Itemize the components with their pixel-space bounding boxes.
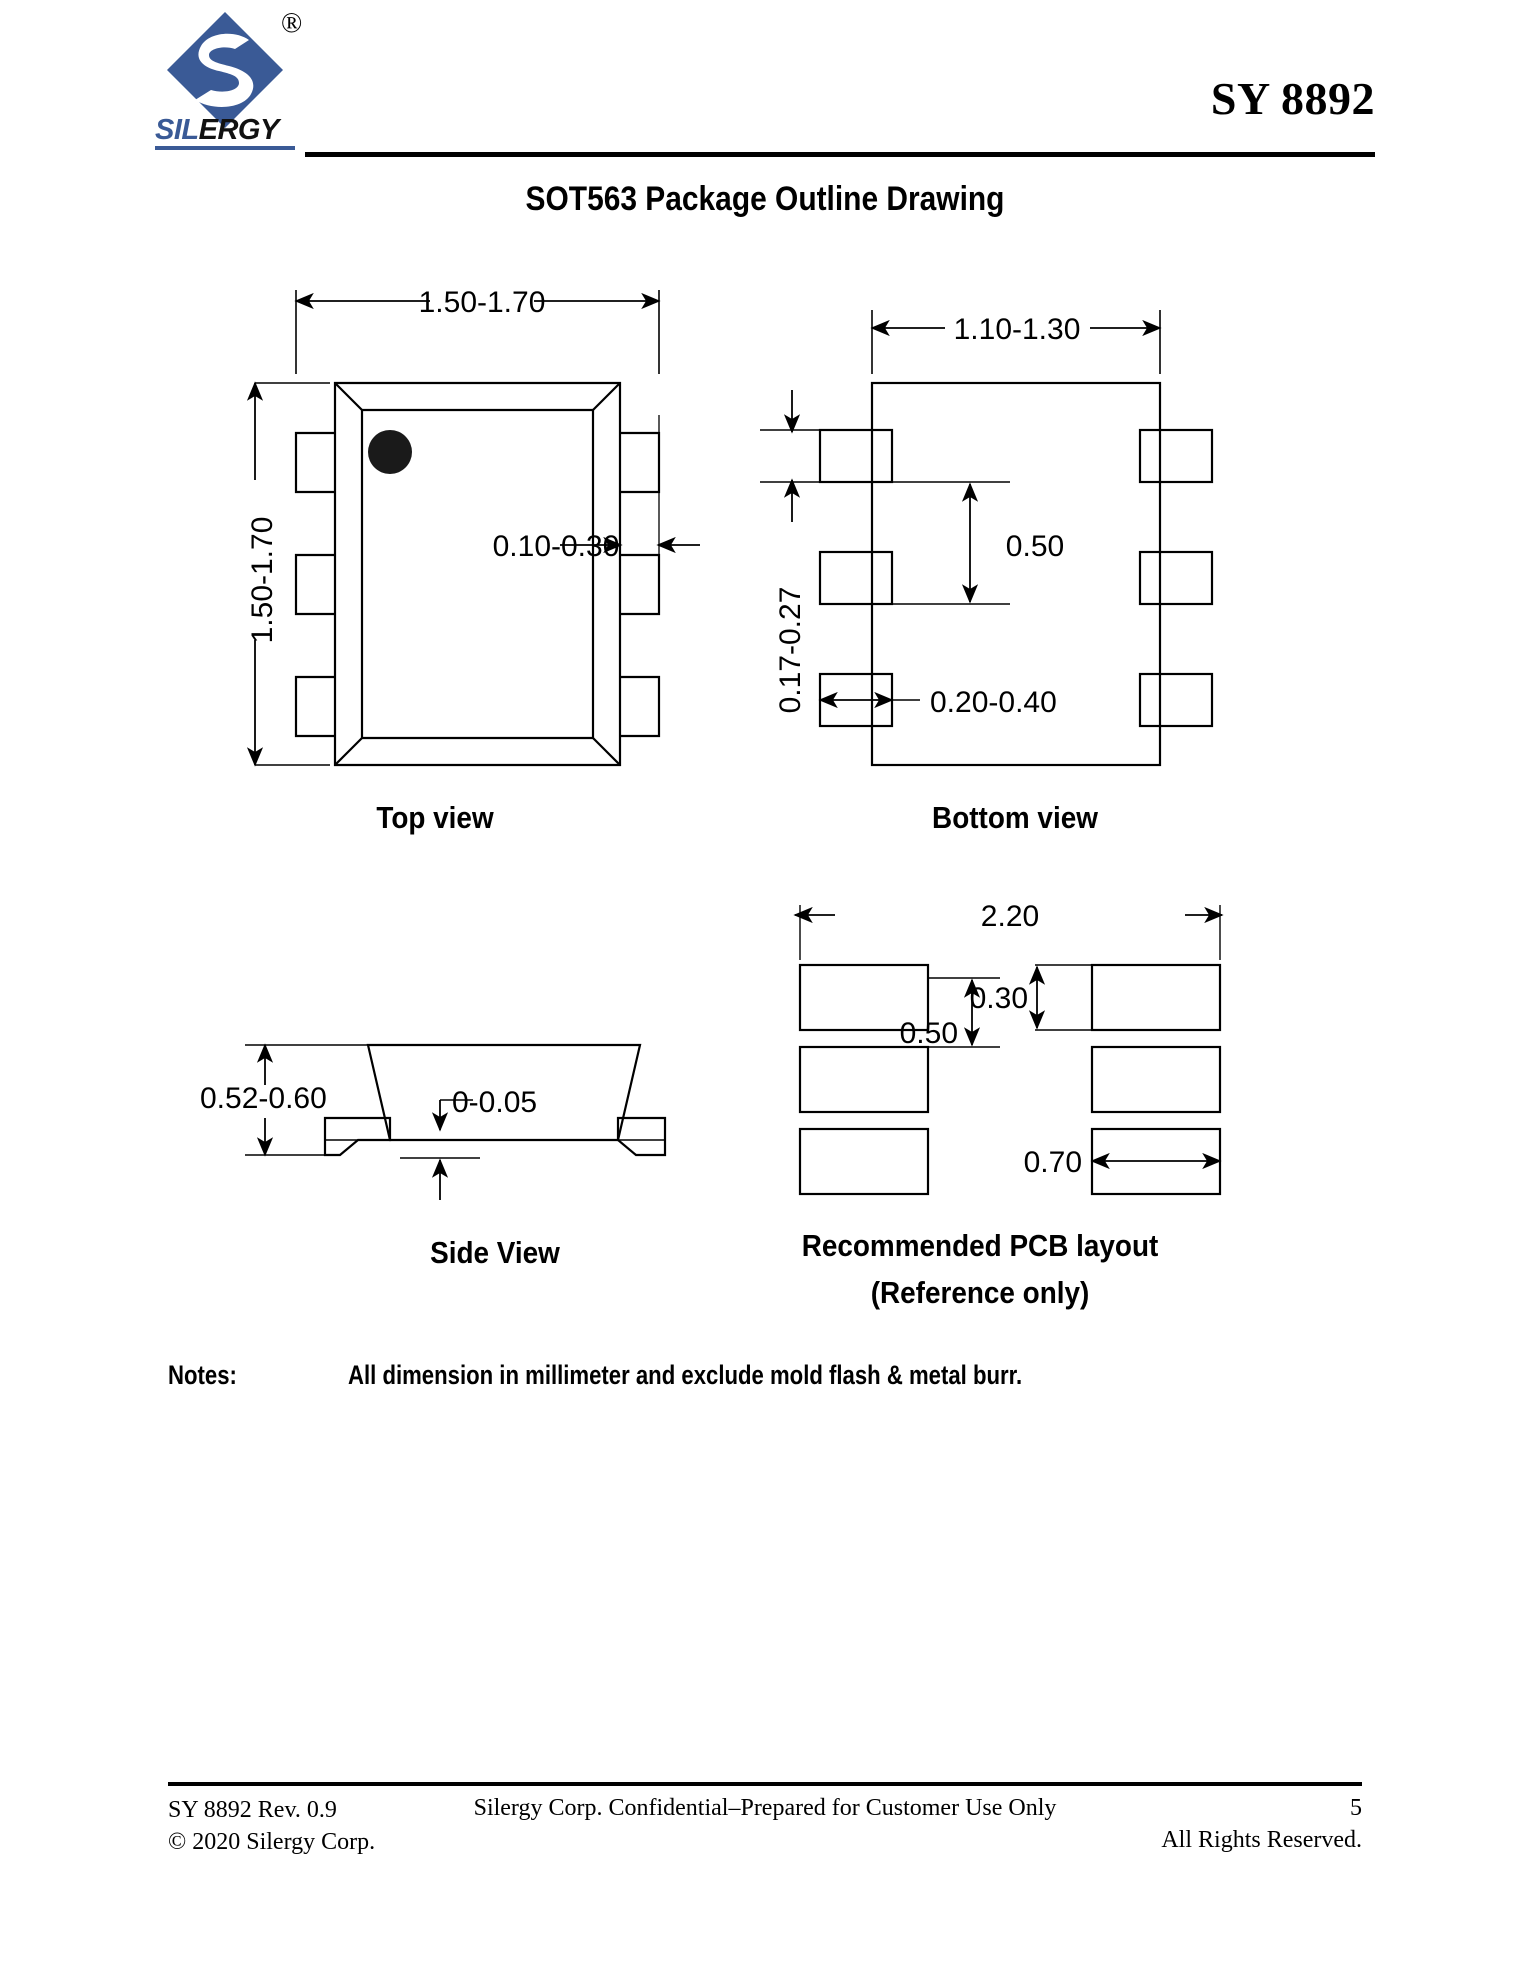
caption-pcb-layout-line1: Recommended PCB layout: [801, 1228, 1159, 1263]
part-number-title: SY 8892: [1210, 73, 1375, 124]
footer-rights: All Rights Reserved.: [1161, 1827, 1362, 1853]
dim-bottom-padheight: 0.17-0.27: [774, 587, 807, 714]
footer-page-number: 5: [1350, 1795, 1362, 1821]
wordmark-sil: SIL: [155, 114, 199, 146]
dim-top-height: 1.50-1.70: [246, 517, 279, 644]
footer-revision: SY 8892 Rev. 0.9: [168, 1797, 337, 1823]
dim-pcb-padlen: 0.70: [1024, 1146, 1082, 1179]
page-footer: SY 8892 Rev. 0.9 © 2020 Silergy Corp. Si…: [168, 1795, 1362, 1885]
footer-confidential: Silergy Corp. Confidential–Prepared for …: [473, 1795, 1057, 1821]
caption-side-view: Side View: [430, 1235, 560, 1270]
dim-side-height: 0.52-0.60: [200, 1082, 327, 1115]
caption-pcb-layout-line2: (Reference only): [870, 1275, 1090, 1310]
footer-copyright: © 2020 Silergy Corp.: [168, 1828, 376, 1855]
wordmark-ergy: ERGY: [198, 114, 280, 146]
dim-side-standoff: 0-0.05: [452, 1086, 537, 1119]
dim-bottom-pitch: 0.50: [1006, 530, 1064, 563]
dim-top-width: 1.50-1.70: [419, 286, 546, 319]
dim-pcb-pitch: 0.50: [900, 1017, 958, 1050]
registered-trademark-icon: ®: [281, 8, 303, 39]
silergy-logo: ® SILERGY: [155, 6, 415, 151]
page-title: SOT563 Package Outline Drawing: [525, 180, 1005, 218]
silergy-wordmark: SILERGY: [155, 114, 279, 147]
wordmark-underline: [155, 146, 295, 150]
notes-label: Notes:: [168, 1360, 237, 1390]
caption-bottom-view: Bottom view: [932, 800, 1098, 835]
dim-pcb-span: 2.20: [981, 900, 1039, 933]
footer-divider: [168, 1782, 1362, 1786]
notes-text: All dimension in millimeter and exclude …: [348, 1360, 1023, 1390]
dim-top-lead: 0.10-0.30: [493, 530, 620, 563]
footer-left: SY 8892 Rev. 0.9 © 2020 Silergy Corp.: [168, 1795, 375, 1858]
header-divider: [305, 152, 1375, 157]
caption-top-view: Top view: [376, 800, 494, 835]
dim-bottom-width: 1.10-1.30: [954, 313, 1081, 346]
silergy-diamond-icon: [167, 12, 283, 128]
dim-pcb-gap: 0.30: [970, 982, 1028, 1015]
dim-bottom-padwidth: 0.20-0.40: [930, 686, 1057, 719]
